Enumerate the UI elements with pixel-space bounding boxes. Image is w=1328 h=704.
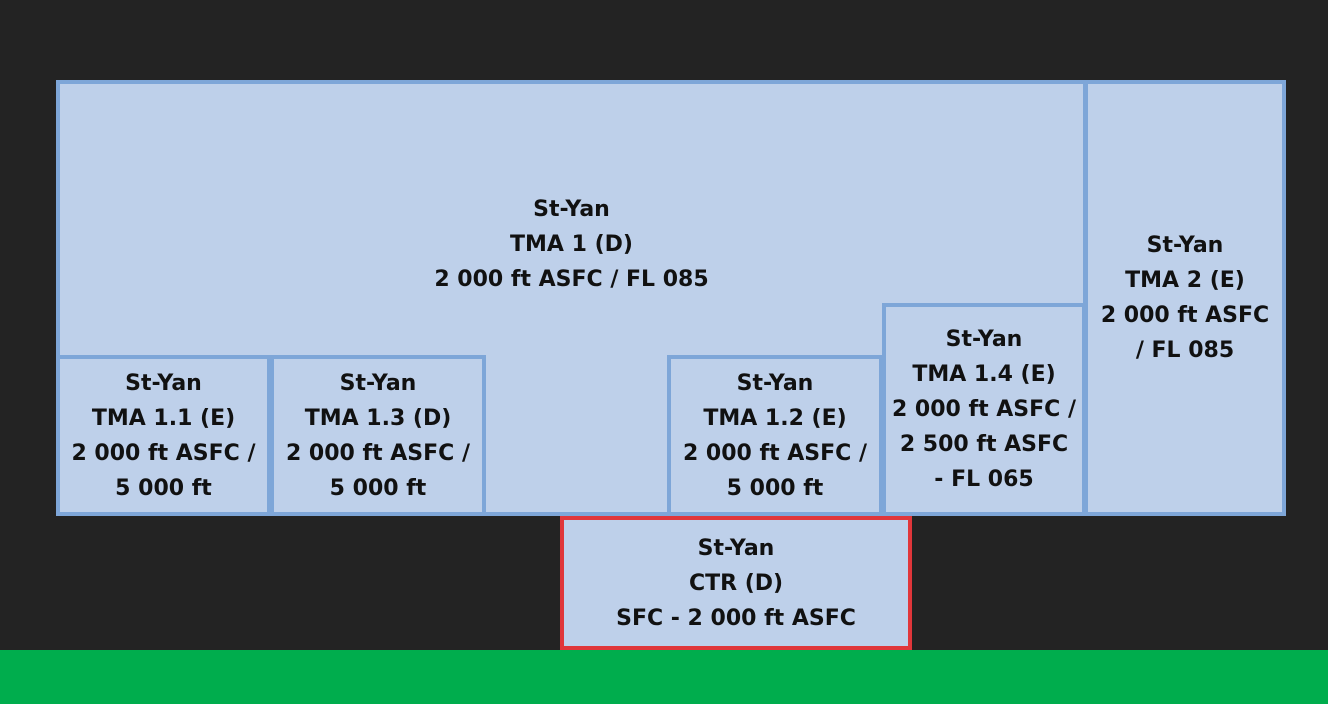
zone-tma-1-class: TMA 1 (D) xyxy=(510,232,633,257)
zone-tma-1-4-limits-mid: 2 500 ft ASFC xyxy=(899,432,1069,457)
zone-tma-1-1-name: St-Yan xyxy=(125,370,202,396)
zone-tma-1-4-limits-lower: 2 000 ft ASFC / xyxy=(891,397,1077,422)
zone-tma-1-3-class: TMA 1.3 (D) xyxy=(304,405,452,431)
zone-ctr-limits: SFC - 2 000 ft ASFC xyxy=(616,605,856,631)
ground-surface xyxy=(0,650,1328,704)
zone-tma-1-3-limits-lower: 2 000 ft ASFC / xyxy=(285,440,471,466)
zone-tma-1-2-class: TMA 1.2 (E) xyxy=(703,405,847,431)
zone-tma-2: St-Yan TMA 2 (E) 2 000 ft ASFC / FL 085 xyxy=(1084,80,1286,516)
zone-tma-1-1-limits-lower: 2 000 ft ASFC / xyxy=(71,440,256,466)
zone-tma-1-2-limits-upper: 5 000 ft xyxy=(726,475,824,501)
zone-tma-1-1: St-Yan TMA 1.1 (E) 2 000 ft ASFC / 5 000… xyxy=(56,355,271,516)
zone-ctr: St-Yan CTR (D) SFC - 2 000 ft ASFC xyxy=(560,516,912,650)
zone-tma-1-limits: 2 000 ft ASFC / FL 085 xyxy=(434,267,709,292)
zone-tma-1-4-name: St-Yan xyxy=(945,327,1023,352)
zone-tma-1-4-limits-upper: - FL 065 xyxy=(934,467,1034,492)
zone-tma-2-limits-lower: 2 000 ft ASFC xyxy=(1100,303,1270,328)
zone-tma-1-3: St-Yan TMA 1.3 (D) 2 000 ft ASFC / 5 000… xyxy=(270,355,486,516)
zone-tma-1-2-name: St-Yan xyxy=(736,370,814,396)
zone-tma-1-2-limits-lower: 2 000 ft ASFC / xyxy=(682,440,868,466)
zone-tma-1-name: St-Yan xyxy=(533,197,610,222)
zone-tma-2-name: St-Yan xyxy=(1146,233,1224,258)
zone-ctr-name: St-Yan xyxy=(697,535,775,561)
zone-tma-1-2: St-Yan TMA 1.2 (E) 2 000 ft ASFC / 5 000… xyxy=(667,355,883,516)
zone-tma-1-3-name: St-Yan xyxy=(339,370,417,396)
zone-tma-1-1-class: TMA 1.1 (E) xyxy=(91,405,236,431)
zone-ctr-class: CTR (D) xyxy=(688,570,784,596)
zone-tma-1-4-class: TMA 1.4 (E) xyxy=(912,362,1056,387)
zone-tma-2-class: TMA 2 (E) xyxy=(1125,268,1245,293)
zone-tma-1-4: St-Yan TMA 1.4 (E) 2 000 ft ASFC / 2 500… xyxy=(882,303,1086,516)
zone-tma-1-3-limits-upper: 5 000 ft xyxy=(329,475,427,501)
zone-tma-2-limits-upper: / FL 085 xyxy=(1135,338,1235,363)
zone-tma-1-1-limits-upper: 5 000 ft xyxy=(115,475,212,501)
